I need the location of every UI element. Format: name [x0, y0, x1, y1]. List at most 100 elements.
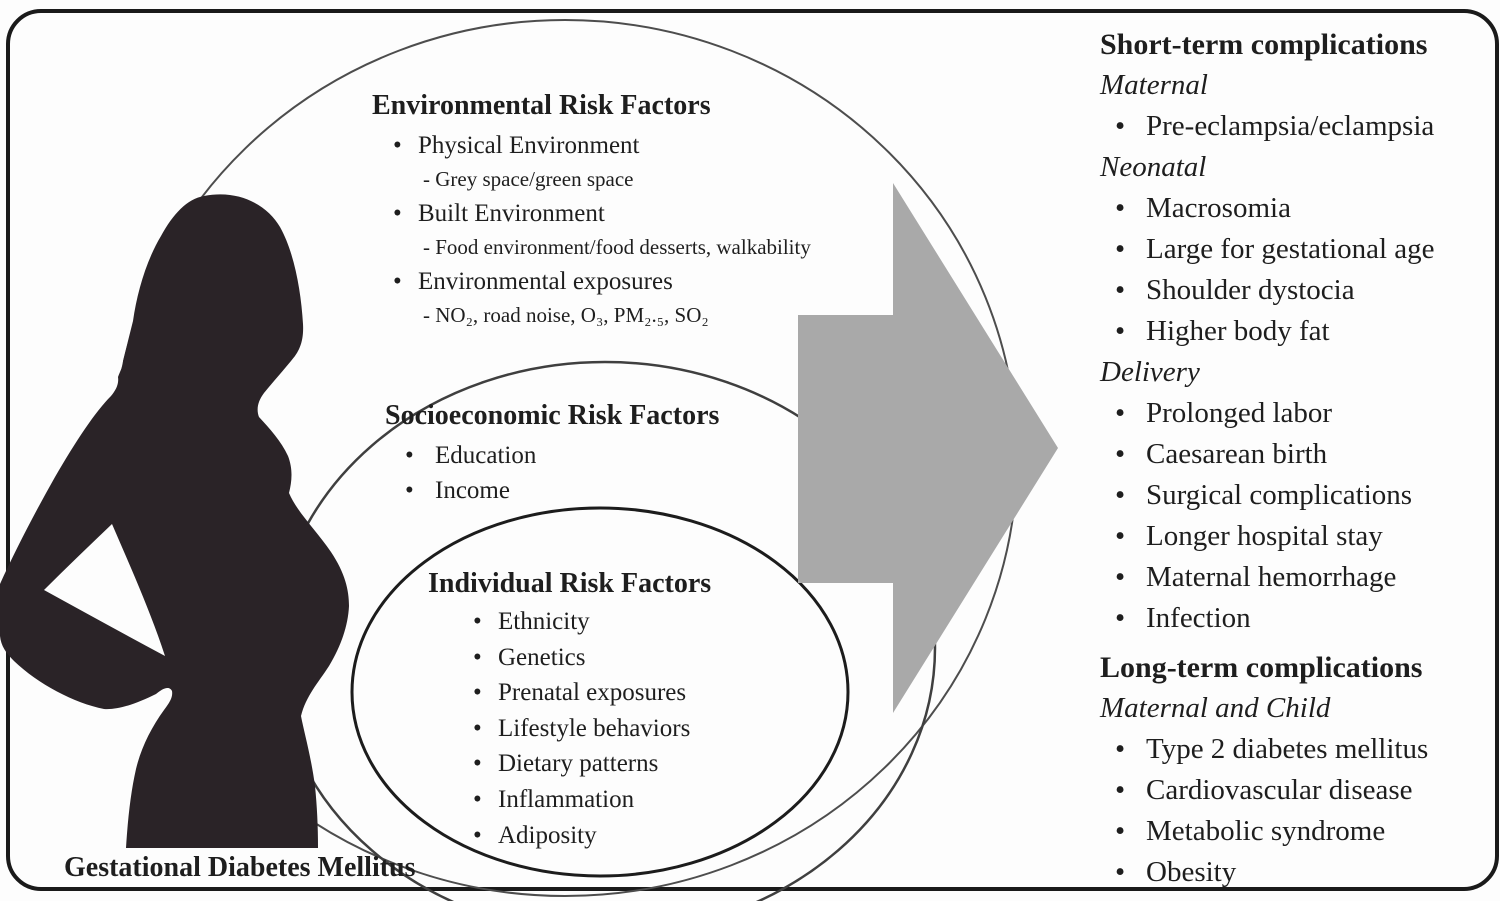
item-label: Metabolic syndrome: [1146, 815, 1386, 847]
bullet-icon: •: [393, 200, 402, 227]
gdm-figure-label: Gestational Diabetes Mellitus: [64, 852, 416, 883]
item-prolonged-labor: • Prolonged labor: [1100, 393, 1500, 434]
bullet-icon: •: [405, 442, 414, 469]
heading-neonatal: Neonatal: [1100, 151, 1207, 183]
bullet-icon: •: [1115, 479, 1126, 511]
individual-risk-title: Individual Risk Factors: [428, 568, 712, 599]
item-label: Prolonged labor: [1146, 397, 1333, 429]
bullet-icon: •: [473, 821, 482, 849]
item-label: Macrosomia: [1146, 192, 1291, 224]
indiv-item-label: Ethnicity: [498, 608, 590, 635]
heading-maternal: Maternal: [1100, 69, 1208, 101]
bullet-icon: •: [1115, 233, 1126, 265]
item-label: Type 2 diabetes mellitus: [1146, 733, 1429, 765]
bullet-icon: •: [393, 268, 402, 295]
env-item-label: Built Environment: [418, 200, 605, 227]
item-surgical-complications: • Surgical complications: [1100, 475, 1500, 516]
item-higher-body-fat: • Higher body fat: [1100, 311, 1500, 352]
indiv-item-label: Lifestyle behaviors: [498, 714, 691, 742]
item-label: Caesarean birth: [1146, 438, 1328, 470]
indiv-item-dietary-patterns: • Dietary patterns: [428, 746, 848, 782]
arm-gap: [44, 524, 165, 656]
bullet-icon: •: [393, 132, 402, 159]
env-subitem-food-environment: - Food environment/food desserts, walkab…: [423, 235, 811, 259]
bullet-icon: •: [1115, 110, 1126, 142]
item-infection: • Infection: [1100, 598, 1500, 639]
env-item-environmental-exposures: • Environmental exposures: [372, 263, 947, 300]
socioeconomic-risk-section: Socioeconomic Risk Factors • Education •…: [385, 394, 905, 508]
bullet-icon: •: [473, 679, 482, 707]
individual-ellipse: [350, 506, 850, 878]
bullet-icon: •: [1115, 856, 1126, 888]
indiv-item-label: Genetics: [498, 643, 586, 671]
bullet-icon: •: [1115, 774, 1126, 806]
bullet-icon: •: [1115, 192, 1126, 224]
bullet-icon: •: [405, 477, 414, 504]
indiv-item-genetics: • Genetics: [428, 640, 848, 676]
individual-risk-section: Individual Risk Factors • Ethnicity • Ge…: [428, 564, 848, 853]
item-label: Cardiovascular disease: [1146, 774, 1413, 806]
socio-item-education: • Education: [385, 438, 905, 473]
long-term-complications-section: Long-term complications Maternal and Chi…: [1100, 647, 1500, 893]
bullet-icon: •: [1115, 438, 1126, 470]
bullet-icon: •: [1115, 561, 1126, 593]
bullet-icon: •: [1115, 602, 1126, 634]
env-item-built-environment: • Built Environment: [372, 195, 947, 232]
socioeconomic-risk-title: Socioeconomic Risk Factors: [385, 400, 720, 431]
item-caesarean-birth: • Caesarean birth: [1100, 434, 1500, 475]
indiv-item-ethnicity: • Ethnicity: [428, 604, 848, 640]
bullet-icon: •: [1115, 815, 1126, 847]
heading-delivery: Delivery: [1100, 356, 1200, 388]
bullet-icon: •: [473, 785, 482, 813]
arrow-right-icon: [798, 183, 1058, 713]
env-subitem-pollutants: - NO₂, road noise, O₃, PM₂.₅, SO₂: [423, 303, 709, 327]
environmental-risk-section: Environmental Risk Factors • Physical En…: [372, 84, 947, 331]
environmental-risk-title: Environmental Risk Factors: [372, 90, 711, 121]
bullet-icon: •: [1115, 520, 1126, 552]
item-label: Maternal hemorrhage: [1146, 561, 1397, 593]
indiv-item-label: Adiposity: [498, 821, 597, 849]
item-metabolic-syndrome: • Metabolic syndrome: [1100, 811, 1500, 852]
socio-item-label: Income: [435, 477, 510, 504]
item-longer-hospital-stay: • Longer hospital stay: [1100, 516, 1500, 557]
item-label: Obesity: [1146, 856, 1237, 888]
pregnant-woman-silhouette: [0, 194, 349, 848]
short-term-complications-section: Short-term complications Maternal • Pre-…: [1100, 24, 1500, 639]
indiv-item-label: Dietary patterns: [498, 750, 659, 778]
complications-column: Short-term complications Maternal • Pre-…: [1100, 24, 1500, 893]
item-shoulder-dystocia: • Shoulder dystocia: [1100, 270, 1500, 311]
item-label: Infection: [1146, 602, 1251, 634]
indiv-item-label: Inflammation: [498, 785, 635, 813]
item-macrosomia: • Macrosomia: [1100, 188, 1500, 229]
item-label: Higher body fat: [1146, 315, 1330, 347]
env-item-physical-environment: • Physical Environment: [372, 127, 947, 164]
item-cardiovascular-disease: • Cardiovascular disease: [1100, 770, 1500, 811]
item-label: Pre-eclampsia/eclampsia: [1146, 110, 1435, 142]
indiv-item-lifestyle-behaviors: • Lifestyle behaviors: [428, 711, 848, 747]
env-subitem-grey-green-space: - Grey space/green space: [423, 167, 634, 191]
item-pre-eclampsia: • Pre-eclampsia/eclampsia: [1100, 106, 1500, 147]
short-term-title: Short-term complications: [1100, 28, 1428, 61]
item-label: Shoulder dystocia: [1146, 274, 1355, 306]
bullet-icon: •: [1115, 733, 1126, 765]
bullet-icon: •: [473, 643, 482, 671]
indiv-item-prenatal-exposures: • Prenatal exposures: [428, 675, 848, 711]
bullet-icon: •: [473, 608, 482, 635]
item-type-2-diabetes: • Type 2 diabetes mellitus: [1100, 729, 1500, 770]
env-item-label: Environmental exposures: [418, 268, 673, 295]
bullet-icon: •: [473, 714, 482, 742]
bullet-icon: •: [1115, 315, 1126, 347]
bullet-icon: •: [1115, 274, 1126, 306]
item-label: Large for gestational age: [1146, 233, 1435, 265]
indiv-item-adiposity: • Adiposity: [428, 818, 848, 854]
item-obesity: • Obesity: [1100, 852, 1500, 893]
env-item-label: Physical Environment: [418, 132, 640, 159]
indiv-item-inflammation: • Inflammation: [428, 782, 848, 818]
heading-maternal-and-child: Maternal and Child: [1100, 692, 1331, 724]
bullet-icon: •: [1115, 397, 1126, 429]
long-term-title: Long-term complications: [1100, 651, 1423, 684]
item-large-for-gestational-age: • Large for gestational age: [1100, 229, 1500, 270]
indiv-item-label: Prenatal exposures: [498, 679, 687, 707]
